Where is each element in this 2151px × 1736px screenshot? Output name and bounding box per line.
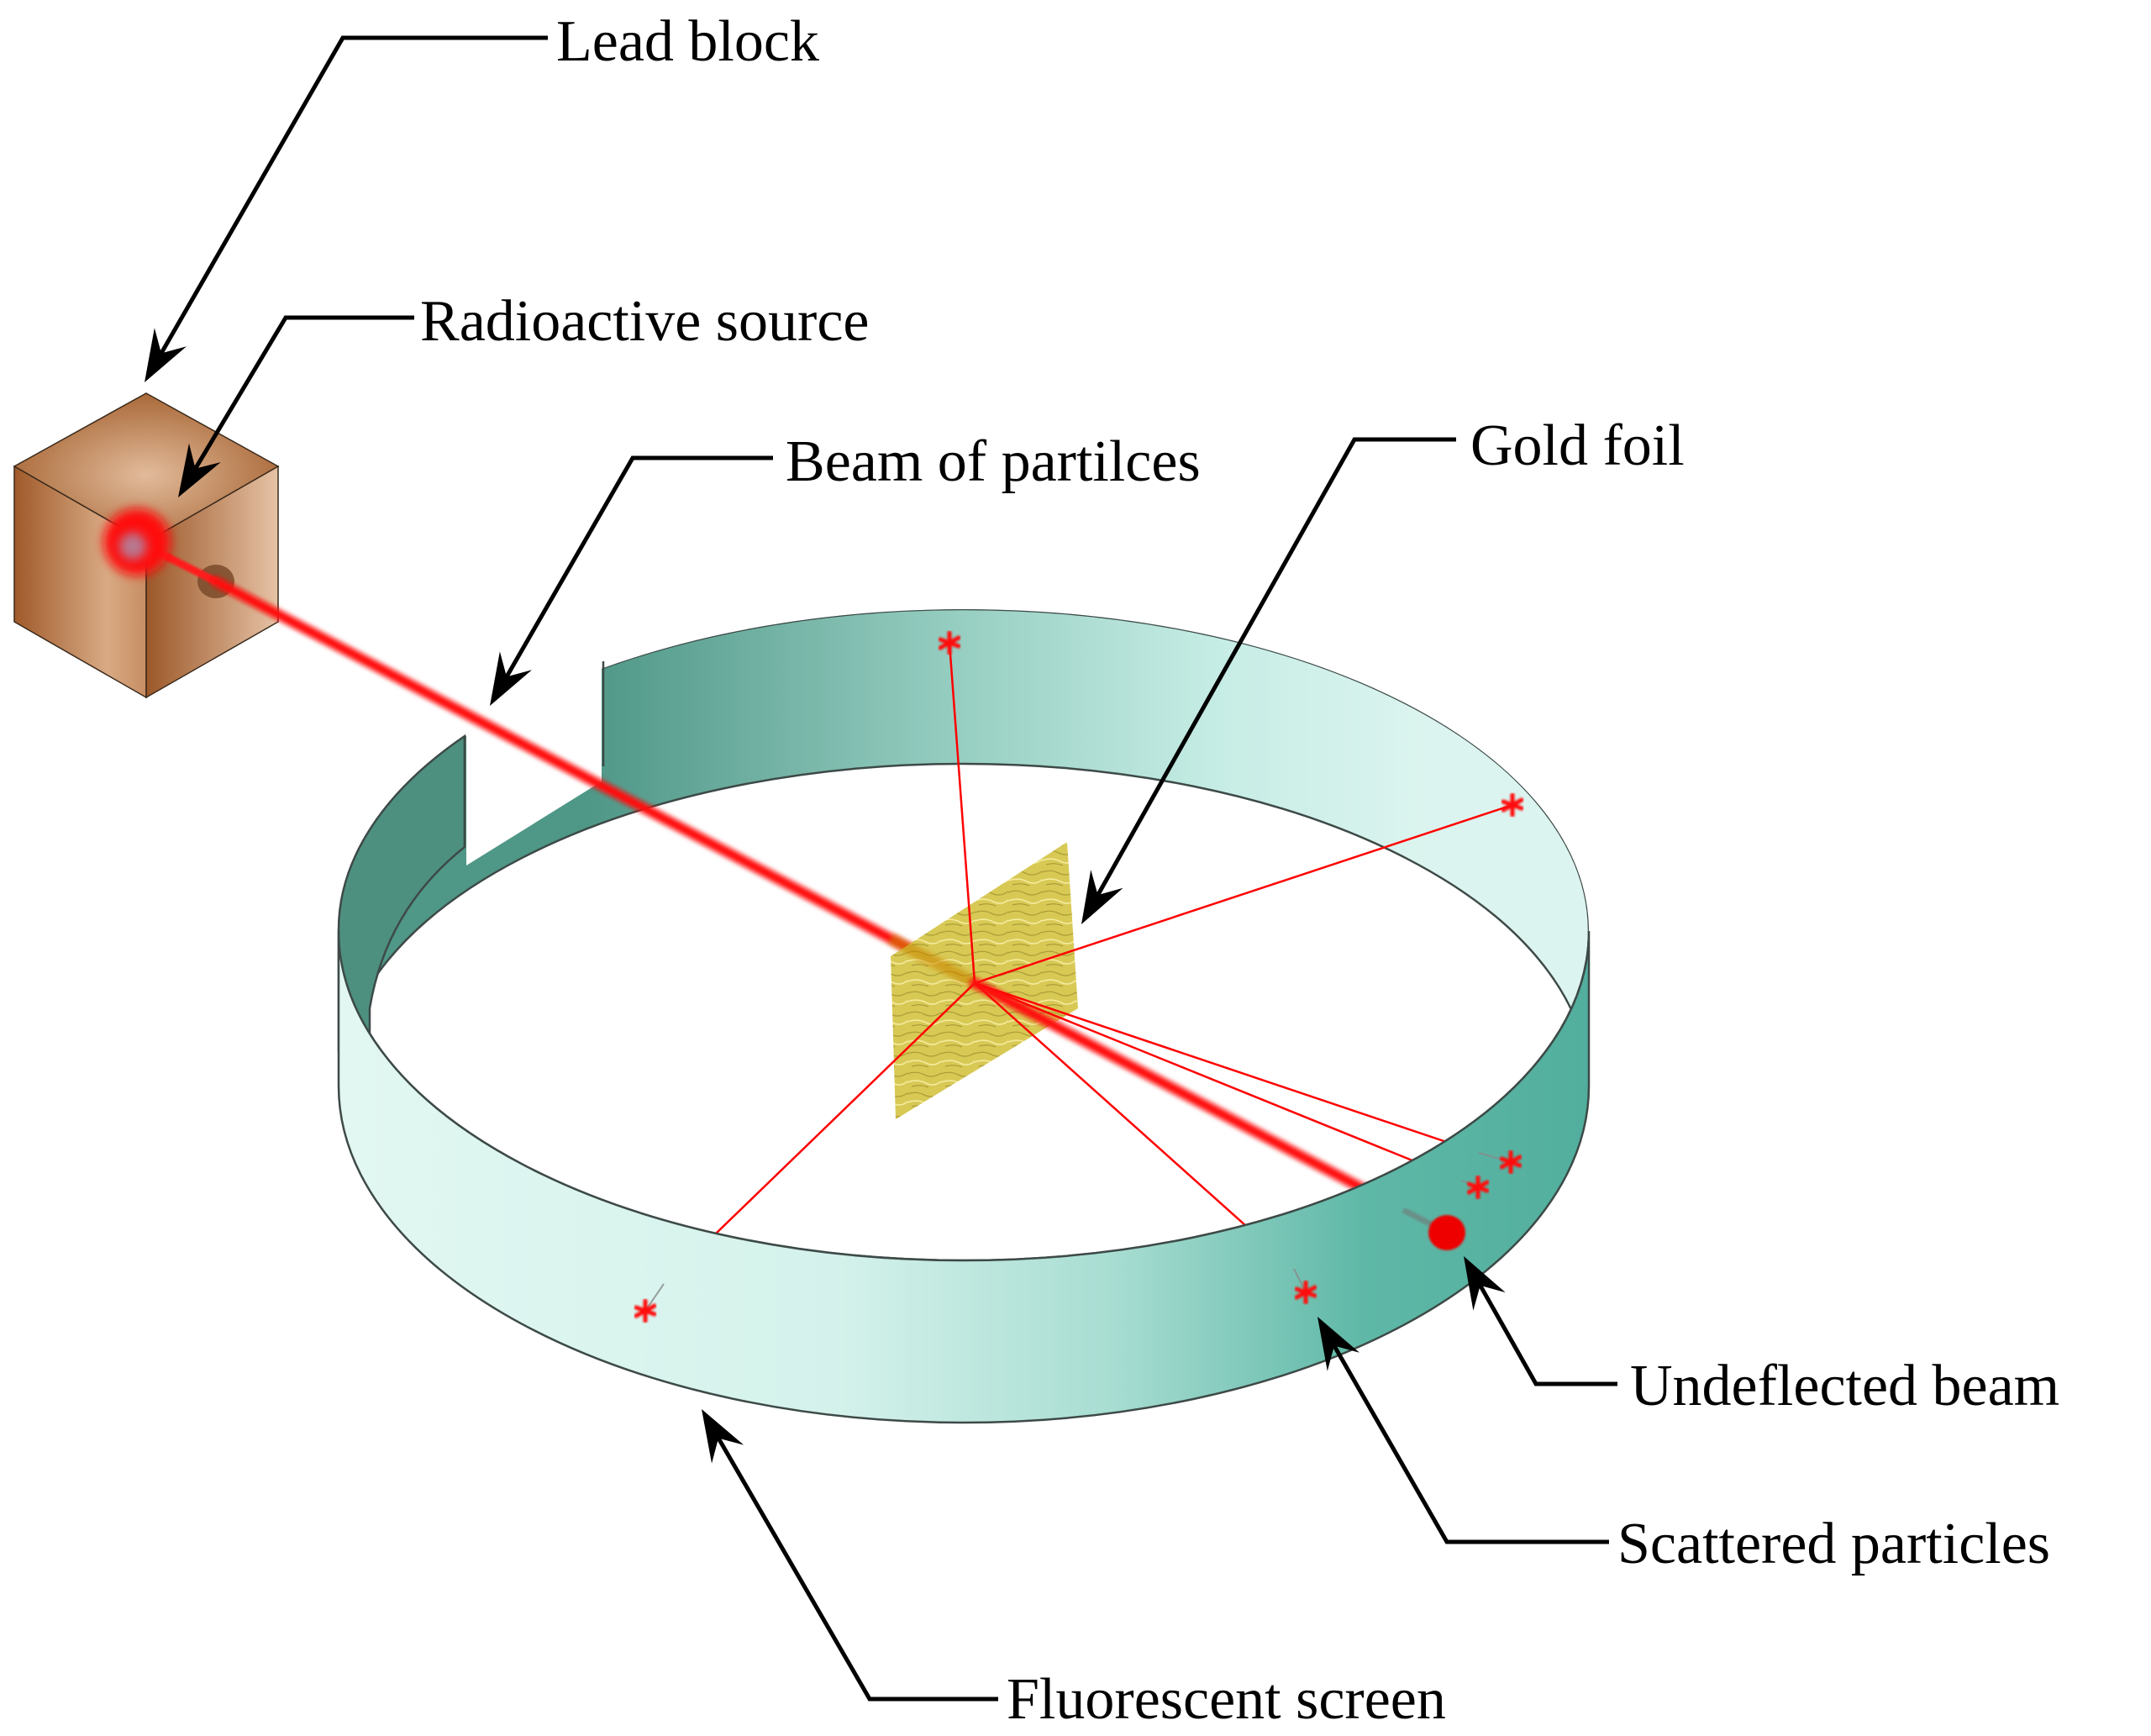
- leader-radioactive-source: [178, 315, 414, 497]
- leader-gold-foil: [1081, 437, 1456, 924]
- leader-radioactive-source-line: [193, 315, 414, 470]
- arrowhead-icon: [1081, 870, 1123, 924]
- leader-undeflected-beam: [1464, 1256, 1617, 1386]
- arrowhead-icon: [145, 328, 187, 382]
- arrowhead-icon: [702, 1409, 744, 1464]
- label-scattered-particles: Scattered particles: [1617, 1512, 2050, 1576]
- label-lead-block: Lead block: [556, 9, 819, 74]
- scatter-mark-icon: [938, 630, 961, 655]
- scatter-mark-icon: [1294, 1280, 1317, 1305]
- arrowhead-icon: [178, 443, 221, 497]
- screen-outer-surface: [337, 930, 1591, 1424]
- scatter-mark-icon: [634, 1298, 657, 1323]
- leader-lines: [145, 35, 1617, 1702]
- scatter-mark-icon: [1466, 1175, 1490, 1200]
- label-radioactive-source: Radioactive source: [420, 289, 870, 354]
- leader-lead-block: [145, 35, 548, 382]
- scatter-track: [974, 981, 1480, 1155]
- leader-beam: [490, 455, 773, 706]
- beam-undeflected: [970, 978, 1408, 1215]
- leader-fluorescent-screen-line: [716, 1437, 998, 1702]
- leader-scattered-particles: [1317, 1317, 1609, 1544]
- arrowhead-icon: [1317, 1317, 1359, 1371]
- leader-gold-foil-line: [1096, 437, 1456, 897]
- label-beam-of-particles: Beam of partilces: [786, 429, 1201, 494]
- arrowhead-icon: [490, 651, 533, 706]
- leader-scattered-particles-line: [1332, 1344, 1609, 1544]
- beam-through-foil: [887, 933, 978, 989]
- label-gold-foil: Gold foil: [1470, 413, 1685, 478]
- scatter-track: [974, 982, 1295, 1270]
- leader-lead-block-line: [159, 35, 548, 355]
- scatter-track: [948, 642, 976, 984]
- leader-undeflected-beam-line: [1478, 1284, 1617, 1386]
- radioactive-source: [103, 508, 171, 576]
- scatter-track: [974, 803, 1513, 985]
- scatter-mark-icon: [1499, 1149, 1523, 1175]
- label-undeflected-beam: Undeflected beam: [1630, 1354, 2059, 1418]
- undeflected-beam-spot: [1428, 1215, 1465, 1250]
- scatter-mark-icon: [1501, 792, 1524, 818]
- scatter-marks: [634, 630, 1524, 1323]
- scatter-track-hidden: [644, 1283, 665, 1312]
- source-core: [119, 533, 146, 560]
- leader-beam-line: [504, 455, 773, 678]
- leader-fluorescent-screen: [702, 1409, 998, 1702]
- beam-incoming: [211, 576, 980, 988]
- label-fluorescent-screen: Fluorescent screen: [1007, 1667, 1446, 1732]
- scatter-track: [974, 981, 1463, 1182]
- arrowhead-icon: [1464, 1256, 1506, 1311]
